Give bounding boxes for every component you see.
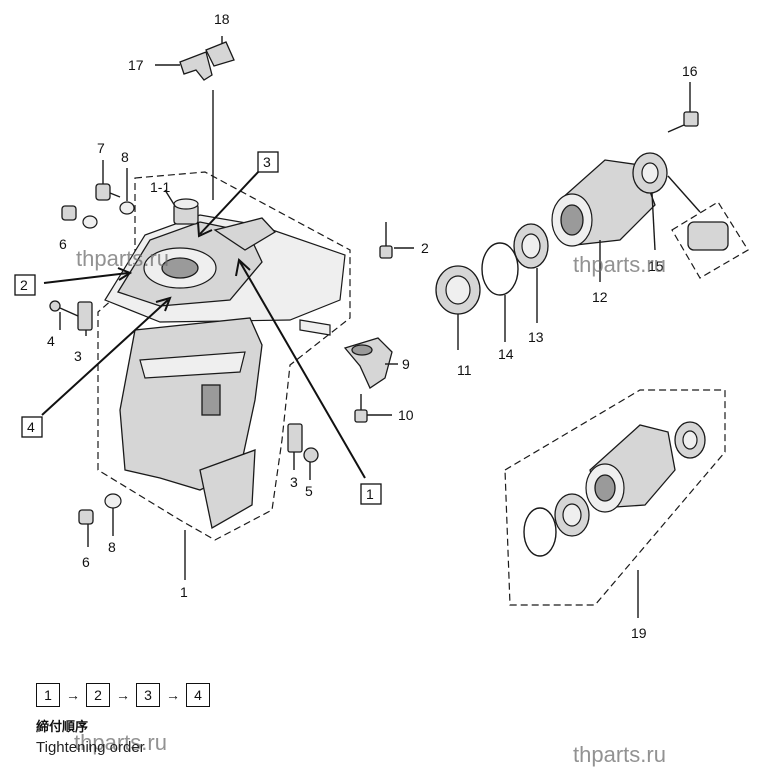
sequence-arrow: → (116, 687, 130, 703)
svg-text:2: 2 (20, 277, 28, 293)
housing-12 (551, 159, 656, 247)
casing-group-outline (97, 171, 351, 541)
tool-outline (671, 201, 749, 279)
callout-7: 7 (97, 140, 105, 156)
washer-8-bottom (104, 493, 122, 509)
svg-text:1: 1 (366, 486, 374, 502)
assembly-19-outline (504, 389, 726, 606)
leader-lines (59, 36, 701, 618)
callout-17: 17 (128, 57, 144, 73)
o-ring-14 (481, 242, 519, 296)
sequence-step-1: 1 (36, 683, 60, 707)
callout-1-1: 1-1 (150, 179, 170, 195)
tightening-sequence: 1 → 2 → 3 → 4 (36, 680, 210, 710)
sleeve-1-1 (173, 198, 199, 225)
sequence-arrow: → (166, 687, 180, 703)
rubber-18 (205, 41, 235, 67)
sequence-step-4: 4 (186, 683, 210, 707)
assembly-19 (523, 421, 706, 557)
callout-15: 15 (648, 258, 664, 274)
bearing-11 (435, 265, 481, 315)
bolt-2 (379, 222, 393, 259)
svg-text:4: 4 (27, 419, 35, 435)
callout-2: 2 (421, 240, 429, 256)
callout-1: 1 (180, 584, 188, 600)
callout-4: 4 (47, 333, 55, 349)
anode-9 (343, 337, 393, 389)
callout-14: 14 (498, 346, 514, 362)
step-box-4: 4 (21, 416, 43, 438)
bracket-17 (179, 51, 213, 81)
callout-19: 19 (631, 625, 647, 641)
bolt-7 (95, 183, 121, 201)
callout-10: 10 (398, 407, 414, 423)
callout-3-left: 3 (74, 348, 82, 364)
legend-title-japanese: 締付順序 (36, 720, 89, 735)
clip-3-left (77, 301, 93, 331)
bearing-13 (513, 223, 549, 269)
svg-text:3: 3 (263, 154, 271, 170)
washer-8-top (119, 201, 135, 215)
bolt-6-bottom (78, 509, 94, 525)
callout-3-right: 3 (290, 474, 298, 490)
callout-8-top: 8 (121, 149, 129, 165)
special-tool (687, 221, 729, 251)
seal-15 (632, 152, 668, 194)
sequence-arrow: → (66, 687, 80, 703)
callout-6-bottom: 6 (82, 554, 90, 570)
callout-6-top: 6 (59, 236, 67, 252)
callout-8-bottom: 8 (108, 539, 116, 555)
screw-4 (49, 300, 79, 317)
step-box-1: 1 (360, 483, 382, 505)
callout-labels: 1 1-1 2 3 3 4 5 6 6 7 8 8 9 10 11 12 13 … (47, 11, 698, 641)
callout-18: 18 (214, 11, 230, 27)
step-box-3: 3 (257, 151, 279, 173)
tightening-order-legend: 1 → 2 → 3 → 4 締付順序 Tightening order (36, 680, 210, 756)
step-box-2: 2 (14, 274, 36, 296)
nut-5 (303, 447, 319, 463)
callout-13: 13 (528, 329, 544, 345)
sequence-step-3: 3 (136, 683, 160, 707)
watermark: thparts.ru (573, 252, 666, 277)
callout-16: 16 (682, 63, 698, 79)
watermark: thparts.ru (76, 246, 169, 271)
bolt-6-top (61, 205, 98, 229)
callout-5: 5 (305, 483, 313, 499)
bolt-10 (354, 394, 368, 423)
lower-casing (104, 214, 346, 530)
watermark: thparts.ru (573, 742, 666, 767)
bolt-16 (667, 111, 699, 133)
watermark: thparts.ru (74, 730, 167, 755)
legend-title-english: Tightening order (36, 739, 145, 756)
callout-12: 12 (592, 289, 608, 305)
callout-9: 9 (402, 356, 410, 372)
clip-3-right (287, 423, 303, 453)
sequence-step-2: 2 (86, 683, 110, 707)
tightening-arrows (41, 169, 366, 479)
callout-11: 11 (457, 362, 472, 378)
